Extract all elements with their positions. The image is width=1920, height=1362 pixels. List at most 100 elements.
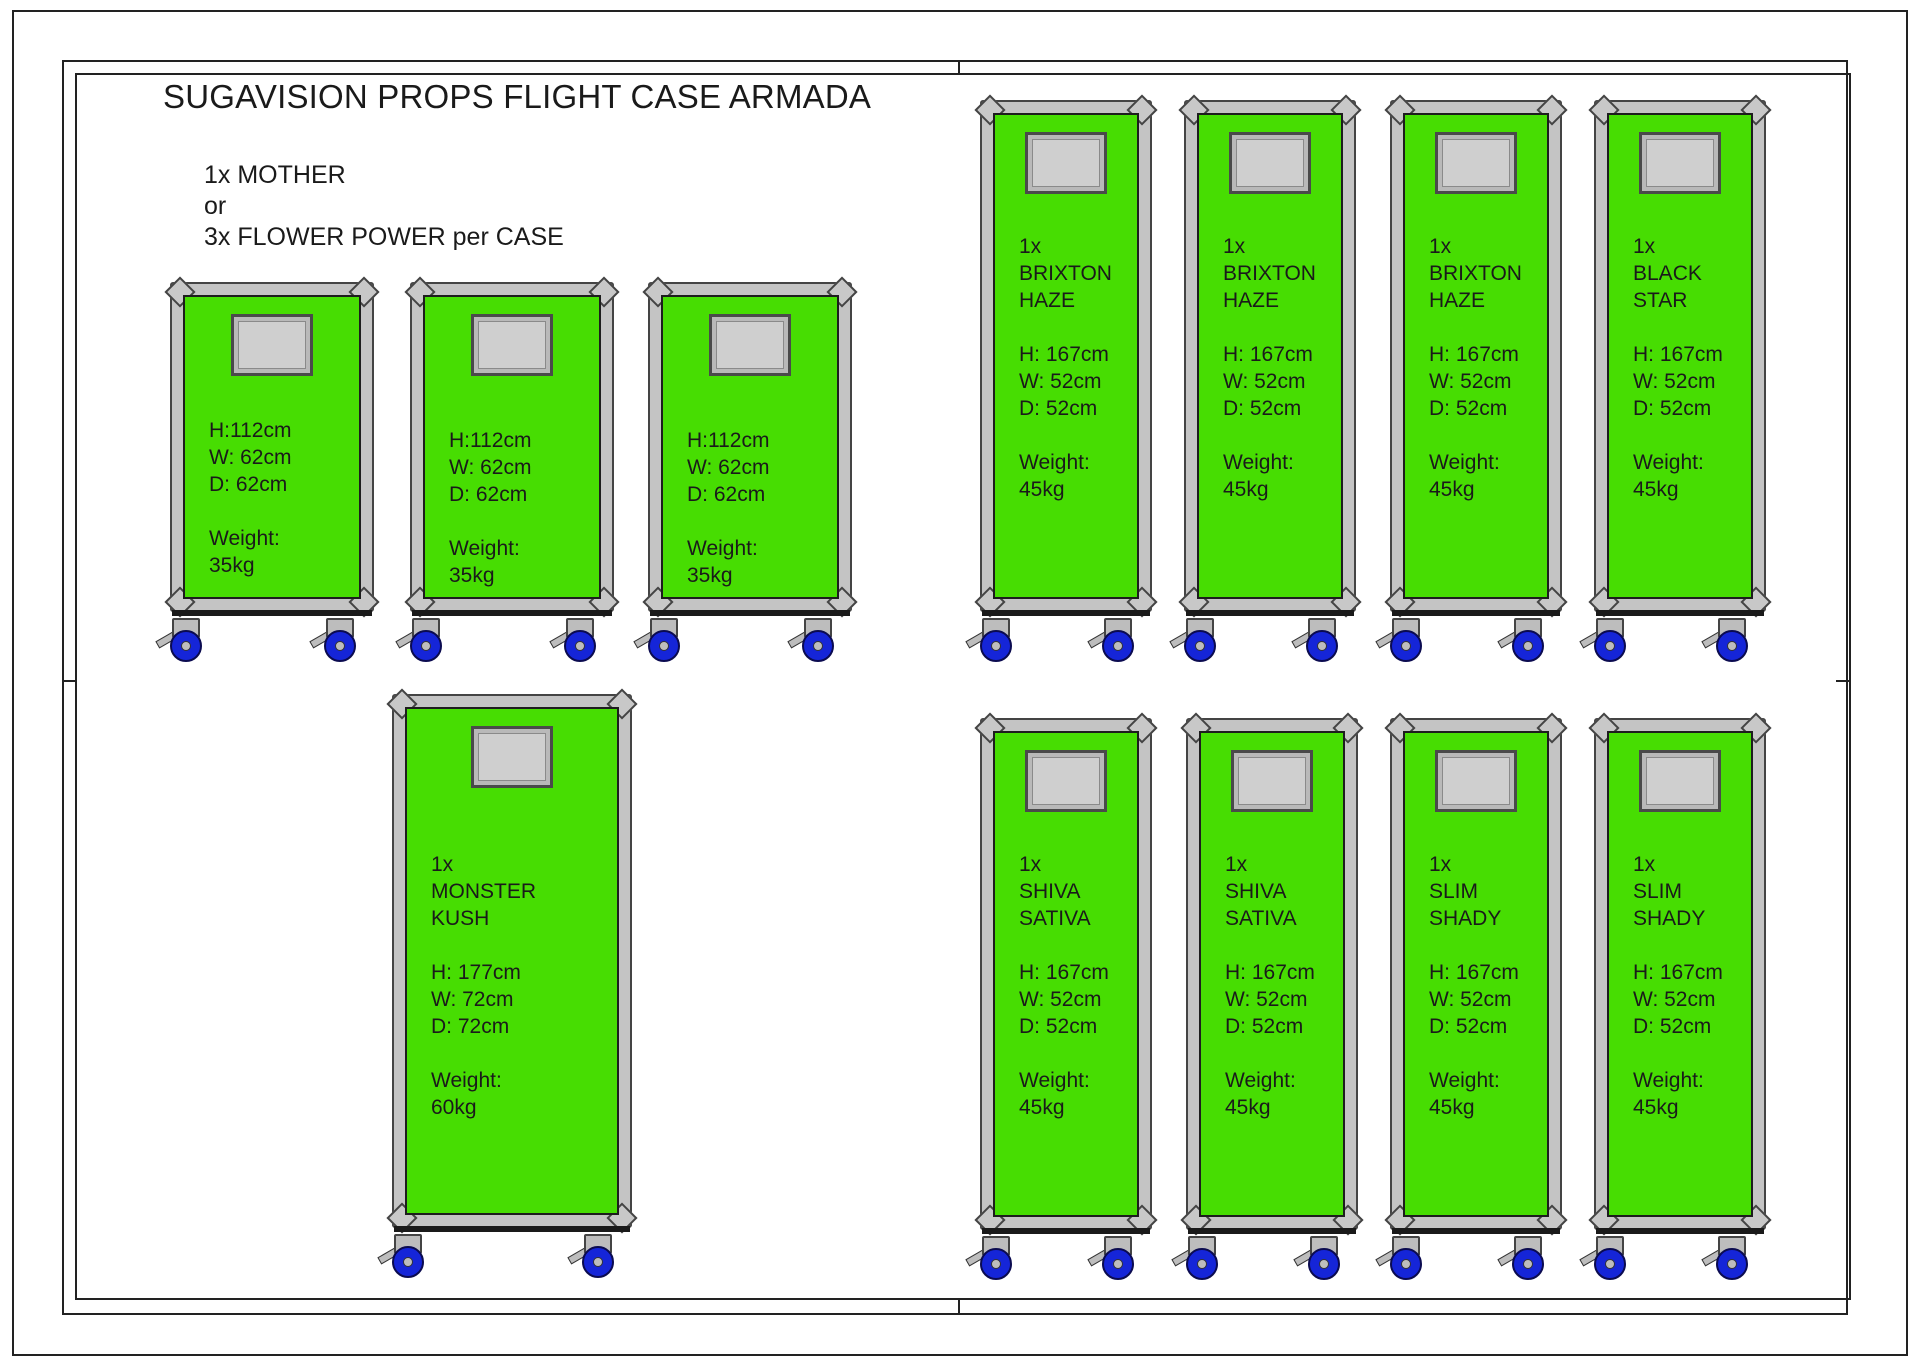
case-label-line: 60kg xyxy=(431,1096,477,1119)
case-label-line: 35kg xyxy=(687,564,733,587)
case-label-line: SLIM xyxy=(1633,880,1683,903)
side-tick-right xyxy=(1836,680,1850,682)
case-label-line xyxy=(1019,314,1112,341)
case-label-line: H: 167cm xyxy=(1223,343,1313,366)
caster-wheel-icon xyxy=(567,1234,620,1278)
case-label-line: 45kg xyxy=(1223,478,1269,501)
wheel-hub xyxy=(403,1257,413,1267)
recessed-handle-icon xyxy=(1639,750,1721,812)
case-label-line: 45kg xyxy=(1633,478,1679,501)
caster-wheel-icon xyxy=(1293,1236,1346,1280)
caster-wheel-icon xyxy=(1497,1236,1550,1280)
case-label-line: 35kg xyxy=(209,554,255,577)
case-label-line: D: 52cm xyxy=(1019,397,1098,420)
recessed-handle-icon xyxy=(709,314,791,376)
case-label-line: H: 167cm xyxy=(1225,961,1315,984)
case-label-line xyxy=(1223,422,1316,449)
caster-wheel-icon xyxy=(377,1234,430,1278)
case-label-line: H: 167cm xyxy=(1429,961,1519,984)
case-label-line xyxy=(431,932,536,959)
note-line-1: 1x MOTHER xyxy=(204,161,346,189)
wheel-hub xyxy=(335,641,345,651)
caster-wheel-icon xyxy=(395,618,448,662)
wheel-hub xyxy=(991,641,1001,651)
recessed-handle-icon xyxy=(1229,132,1311,194)
case-label-line: 45kg xyxy=(1225,1096,1271,1119)
case-label-line: SHADY xyxy=(1429,907,1502,930)
case-base xyxy=(412,610,612,616)
wheel xyxy=(980,1248,1012,1280)
case-label-line: H: 167cm xyxy=(1633,961,1723,984)
case-label-line xyxy=(1429,422,1522,449)
case-label-line: Weight: xyxy=(1429,451,1500,474)
case-label-line: STAR xyxy=(1633,289,1688,312)
case-label-line xyxy=(1223,314,1316,341)
recessed-handle-icon xyxy=(471,314,553,376)
wheel xyxy=(802,630,834,662)
case-label-line: W: 52cm xyxy=(1633,370,1716,393)
case-label-line: 1x xyxy=(431,853,454,876)
case-label-line: SHADY xyxy=(1633,907,1706,930)
note-line-2: or xyxy=(204,192,227,220)
case-label-line: W: 62cm xyxy=(687,456,770,479)
case-label-line: D: 52cm xyxy=(1225,1015,1304,1038)
case-label-line: BLACK xyxy=(1633,262,1702,285)
center-tick-top xyxy=(958,60,960,74)
caster-wheel-icon xyxy=(1087,1236,1140,1280)
case-label-line: Weight: xyxy=(431,1069,502,1092)
case-label-line: D: 62cm xyxy=(209,473,288,496)
wheel xyxy=(1308,1248,1340,1280)
wheel-hub xyxy=(1605,641,1615,651)
case-label-line xyxy=(1633,1040,1723,1067)
case-label-line: Weight: xyxy=(209,527,280,550)
wheel-hub xyxy=(1727,1259,1737,1269)
case-base xyxy=(1186,610,1354,616)
recessed-handle-icon xyxy=(1231,750,1313,812)
caster-wheel-icon xyxy=(1579,1236,1632,1280)
page-title: SUGAVISION PROPS FLIGHT CASE ARMADA xyxy=(163,78,872,115)
wheel-hub xyxy=(1113,1259,1123,1269)
case-label-line: H: 167cm xyxy=(1019,961,1109,984)
wheel-hub xyxy=(1317,641,1327,651)
case-label-line: W: 52cm xyxy=(1429,370,1512,393)
wheel-hub xyxy=(1319,1259,1329,1269)
wheel-hub xyxy=(1113,641,1123,651)
case-label-line: H: 167cm xyxy=(1633,343,1723,366)
case-base xyxy=(172,610,372,616)
wheel-hub xyxy=(1401,641,1411,651)
case-label-line xyxy=(1429,932,1519,959)
case-label-line: Weight: xyxy=(1633,1069,1704,1092)
case-base xyxy=(650,610,850,616)
wheel-hub xyxy=(575,641,585,651)
case-label-line: HAZE xyxy=(1429,289,1486,312)
case-base xyxy=(394,1226,630,1232)
case-label-line: Weight: xyxy=(1225,1069,1296,1092)
case-label-line: D: 52cm xyxy=(1429,397,1508,420)
caster-wheel-icon xyxy=(633,618,686,662)
caster-wheel-icon xyxy=(965,618,1018,662)
wheel-hub xyxy=(1523,641,1533,651)
inner-frame xyxy=(75,73,1851,1300)
sheet-frame xyxy=(62,60,1848,1315)
case-base xyxy=(1392,610,1560,616)
caster-wheel-icon xyxy=(1087,618,1140,662)
